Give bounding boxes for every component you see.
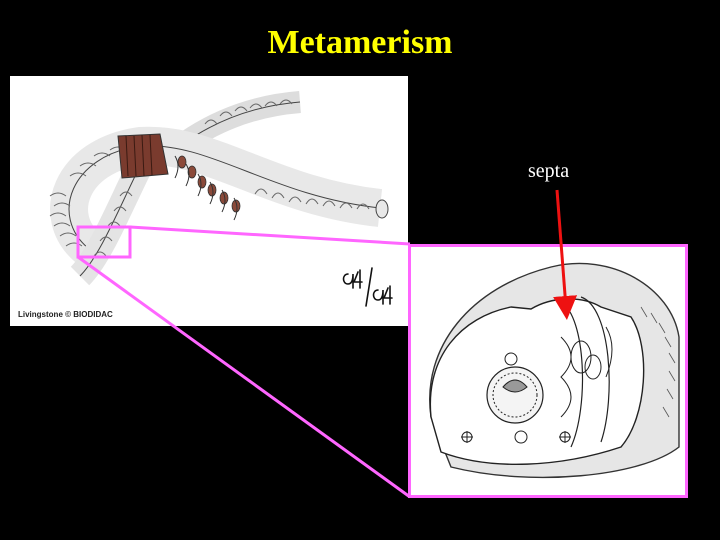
septa-label: septa	[528, 160, 570, 182]
handwritten-page-number	[342, 267, 393, 307]
cross-section-zoom	[408, 244, 688, 498]
zoom-connector-top	[129, 225, 411, 246]
septa-arrow	[553, 189, 578, 320]
highlight-region	[76, 225, 132, 259]
slide-title: Metamerism	[267, 24, 453, 61]
earthworm-drawing	[49, 91, 389, 286]
handwritten-page-reference	[338, 262, 408, 318]
intestine	[486, 366, 544, 424]
zoom-connector-bottom	[77, 255, 411, 499]
cross-section-drawing	[429, 262, 680, 479]
earthworm-illustration: Livingstone © BIODIDAC	[10, 76, 408, 326]
image-credit: Livingstone © BIODIDAC	[18, 310, 113, 319]
